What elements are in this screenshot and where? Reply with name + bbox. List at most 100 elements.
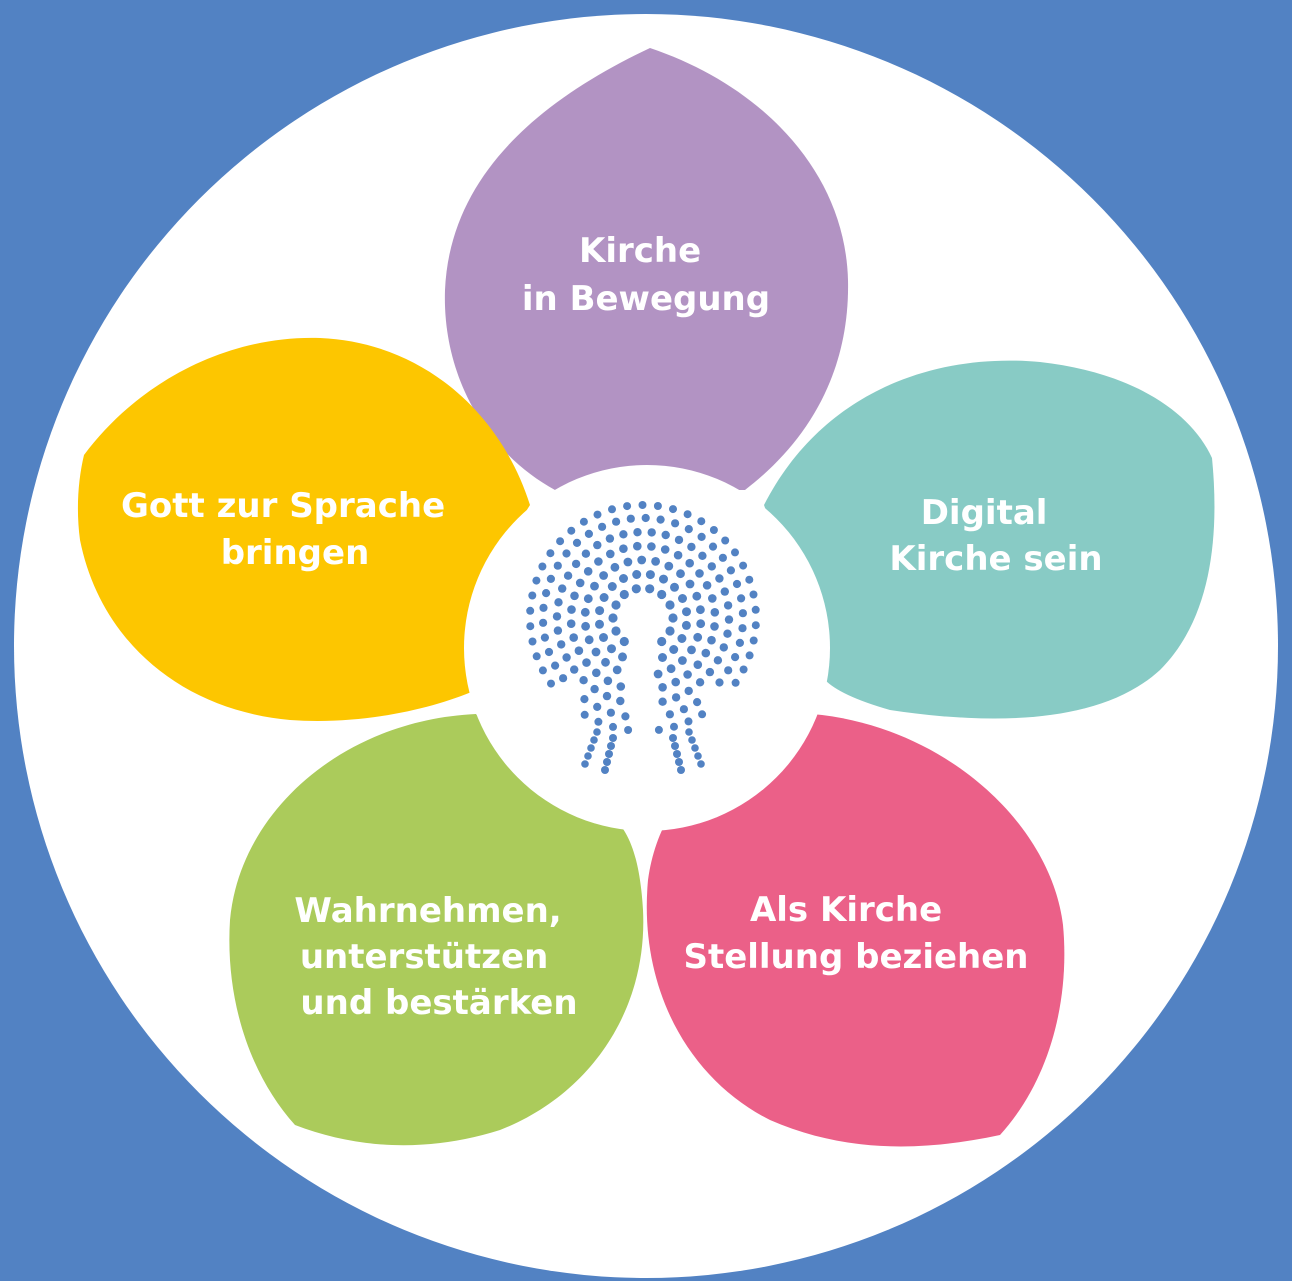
logo-dot — [676, 569, 685, 579]
logo-dot — [606, 708, 616, 717]
logo-dot — [719, 643, 728, 652]
logo-dot — [668, 613, 678, 623]
logo-dot — [599, 593, 609, 602]
logo-dot — [619, 636, 629, 647]
logo-dot — [718, 553, 728, 562]
logo-dot — [624, 726, 633, 734]
logo-dot — [656, 515, 665, 524]
logo-dot — [594, 717, 603, 726]
logo-dot — [583, 594, 593, 604]
logo-dot — [579, 517, 588, 526]
logo-dot — [526, 606, 535, 615]
petal-label: Kirche in Bewegung — [522, 231, 770, 319]
logo-dot — [659, 574, 668, 584]
logo-dot — [618, 652, 627, 662]
logo-dot — [665, 710, 675, 719]
logo-dot — [692, 591, 702, 601]
logo-dot — [696, 619, 706, 629]
logo-dot — [544, 647, 554, 657]
logo-dot — [695, 569, 704, 578]
logo-dot — [607, 582, 617, 591]
logo-dot — [603, 676, 613, 686]
petal-shape — [646, 714, 1065, 1147]
logo-dot — [631, 584, 641, 594]
logo-dot — [739, 665, 748, 674]
logo-dot — [683, 510, 692, 519]
logo-dot — [653, 502, 662, 510]
logo-dot — [602, 691, 612, 701]
logo-dot — [546, 574, 556, 584]
logo-dot — [726, 566, 736, 575]
logo-dot — [749, 636, 758, 645]
logo-dot — [590, 736, 598, 744]
logo-dot — [551, 661, 560, 670]
logo-dot — [612, 665, 622, 675]
logo-dot — [688, 736, 696, 744]
logo-dot — [546, 549, 555, 558]
logo-dot — [670, 582, 679, 592]
logo-dot — [657, 636, 667, 647]
logo-dot — [715, 574, 724, 583]
logo-dot — [569, 633, 578, 642]
logo-dot — [608, 613, 618, 623]
petal-label: Gott zur Sprache bringen — [121, 486, 457, 573]
logo-trunk — [637, 658, 649, 766]
logo-dot — [683, 670, 692, 679]
logo-dot — [723, 601, 733, 610]
logo-dot — [590, 581, 599, 591]
logo-dot — [708, 594, 717, 603]
logo-dot — [582, 658, 591, 667]
logo-dot — [538, 666, 547, 675]
logo-dot — [669, 645, 679, 654]
logo-dot — [584, 635, 594, 645]
logo-dot — [526, 622, 535, 631]
logo-dot — [709, 526, 718, 534]
logo-dot — [745, 651, 754, 660]
logo-dot — [715, 678, 724, 687]
logo-dot — [583, 567, 593, 576]
logo-dot — [695, 678, 705, 687]
logo-dot — [735, 638, 745, 648]
logo-dot — [570, 591, 579, 601]
logo-dot — [633, 541, 642, 551]
logo-dot — [654, 725, 663, 734]
logo-dot — [693, 632, 703, 642]
logo-dot — [556, 537, 565, 546]
logo-dot — [609, 722, 617, 731]
logo-dot — [685, 579, 695, 589]
logo-dot — [645, 570, 655, 580]
logo-dot — [595, 606, 605, 616]
logo-dot — [737, 594, 746, 603]
logo-dot — [732, 579, 742, 589]
logo-dot — [605, 534, 615, 543]
logo-dot — [601, 766, 609, 774]
petal-label: Digital Kirche sein — [889, 493, 1102, 579]
logo-dot — [553, 626, 563, 635]
logo-dot — [581, 621, 590, 631]
logo-dot — [682, 607, 691, 617]
logo-dot — [684, 717, 693, 726]
logo-dot — [687, 542, 696, 552]
logo-dot — [607, 644, 616, 654]
dotted-tree-logo-icon — [526, 501, 760, 774]
logo-dot — [647, 542, 656, 551]
logo-dot — [591, 647, 601, 657]
logo-dot — [554, 598, 563, 607]
logo-dot — [599, 633, 608, 642]
logo-dot — [579, 676, 588, 685]
logo-dot — [610, 562, 620, 572]
logo-dot — [539, 603, 548, 612]
logo-dot — [673, 550, 683, 560]
logo-dot — [607, 742, 615, 750]
logo-dot — [538, 562, 547, 571]
petal-stellung-beziehen: Als Kirche Stellung beziehen — [646, 714, 1065, 1147]
logo-dot — [691, 744, 699, 752]
logo-dot — [697, 760, 705, 768]
logo-dot — [575, 578, 585, 588]
logo-dot — [669, 734, 677, 742]
logo-dot — [599, 571, 608, 580]
logo-dot — [528, 591, 537, 600]
petal-label: Als Kirche Stellung beziehen — [683, 890, 1028, 977]
logo-dot — [697, 532, 706, 542]
logo-dot — [684, 686, 693, 696]
